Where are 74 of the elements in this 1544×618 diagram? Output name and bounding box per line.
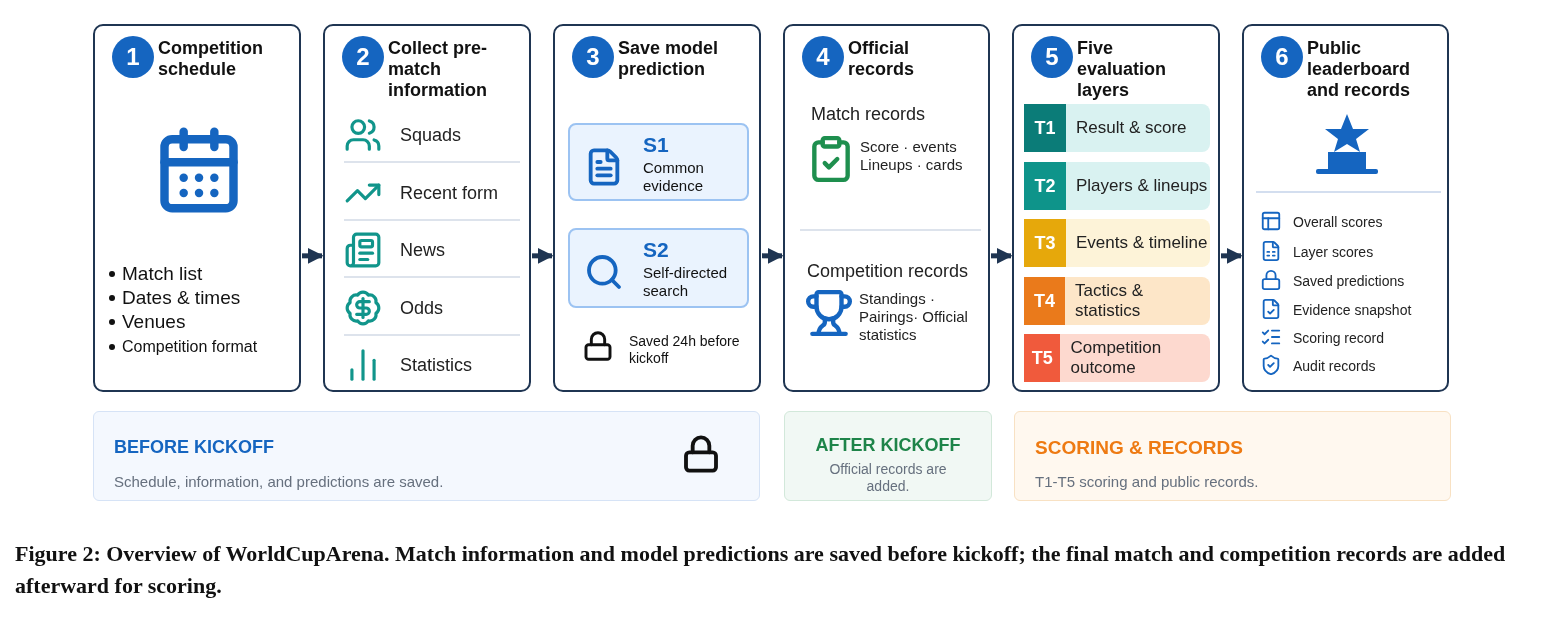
arrow — [762, 247, 784, 264]
record-item: Audit records — [1293, 357, 1376, 376]
phase-title: SCORING & RECORDS — [1035, 436, 1243, 460]
layer-code-label: T1 — [1024, 104, 1066, 152]
layer-code-label: T3 — [1024, 219, 1066, 267]
layer-text: Competition outcome — [1070, 338, 1163, 378]
info-item: Recent form — [400, 181, 499, 205]
record-item: Saved predictions — [1293, 272, 1405, 291]
phase-band — [93, 411, 760, 501]
step-number: 1 — [126, 42, 140, 72]
list-item: Venues — [122, 310, 186, 334]
layer-code-label: T2 — [1024, 162, 1066, 210]
phase-title: BEFORE KICKOFF — [114, 436, 274, 459]
layer-text: Tactics & statistics — [1075, 281, 1145, 321]
step-title: Five evaluation layers — [1077, 38, 1168, 101]
arrow — [302, 247, 324, 264]
list-item: Match list — [122, 262, 203, 286]
note-text: Saved 24h before kickoff — [629, 333, 741, 367]
figure-caption: Figure 2: Overview of WorldCupArena. Match information and model predictions are saved before kickoff; the final match and competition records are added afterward for scoring. — [15, 540, 1507, 600]
step-panel — [1012, 24, 1220, 392]
step-panel — [93, 24, 301, 392]
record-items: Score · events Lineups · cards — [860, 138, 964, 174]
layer-row — [1024, 334, 1210, 382]
step-number: 4 — [816, 42, 830, 72]
layer-row — [1024, 162, 1210, 210]
phase-band — [1014, 411, 1451, 501]
arrow — [991, 247, 1013, 264]
phase-text: Official records are added. — [828, 461, 948, 495]
step-panel — [323, 24, 531, 392]
record-item: Scoring record — [1293, 329, 1385, 348]
step-title: Competition schedule — [158, 38, 264, 80]
step-panel — [553, 24, 761, 392]
strategy-code: S1 — [643, 133, 669, 157]
step-number: 3 — [586, 42, 600, 72]
record-item: Evidence snapshot — [1293, 301, 1412, 320]
layer-text: Players & lineups — [1076, 176, 1208, 196]
step-title: Save model prediction — [618, 38, 720, 80]
layer-row — [1024, 277, 1210, 325]
phase-band — [784, 411, 992, 501]
step-title: Public leaderboard and records — [1307, 38, 1412, 101]
strategy-box — [568, 228, 749, 308]
phase-text: T1-T5 scoring and public records. — [1035, 472, 1259, 492]
strategy-text: Self-directed search — [643, 264, 729, 300]
list-item: Dates & times — [122, 286, 241, 310]
step-title: Collect pre-match information — [388, 38, 489, 101]
phase-text: Schedule, information, and predictions are saved. — [114, 472, 444, 492]
arrow — [532, 247, 554, 264]
info-item: Squads — [400, 124, 462, 147]
strategy-code: S2 — [643, 238, 669, 262]
step-title: Official records — [848, 38, 916, 80]
step-number: 5 — [1045, 42, 1059, 72]
strategy-text: Common evidence — [643, 159, 705, 195]
step-number: 6 — [1275, 42, 1289, 72]
arrow — [1221, 247, 1243, 264]
layer-code-label: T4 — [1024, 277, 1066, 325]
record-item: Layer scores — [1293, 243, 1374, 262]
step-panel — [783, 24, 990, 392]
phase-title: AFTER KICKOFF — [815, 434, 961, 457]
info-item: Statistics — [400, 354, 473, 377]
section-heading: Match records — [811, 103, 926, 126]
layer-row — [1024, 104, 1210, 152]
layer-code-label: T5 — [1024, 334, 1061, 382]
record-items: Standings · Pairings· Official statistics — [859, 290, 969, 344]
layer-row — [1024, 219, 1210, 267]
layer-text: Result & score — [1076, 118, 1187, 138]
list-item: Competition format — [122, 337, 258, 357]
strategy-box — [568, 123, 749, 201]
record-item: Overall scores — [1293, 213, 1383, 232]
info-item: News — [400, 239, 445, 262]
step-panel — [1242, 24, 1449, 392]
step-number: 2 — [356, 42, 370, 72]
section-heading: Competition records — [807, 260, 969, 283]
layer-text: Events & timeline — [1076, 233, 1208, 253]
info-item: Odds — [400, 296, 444, 320]
